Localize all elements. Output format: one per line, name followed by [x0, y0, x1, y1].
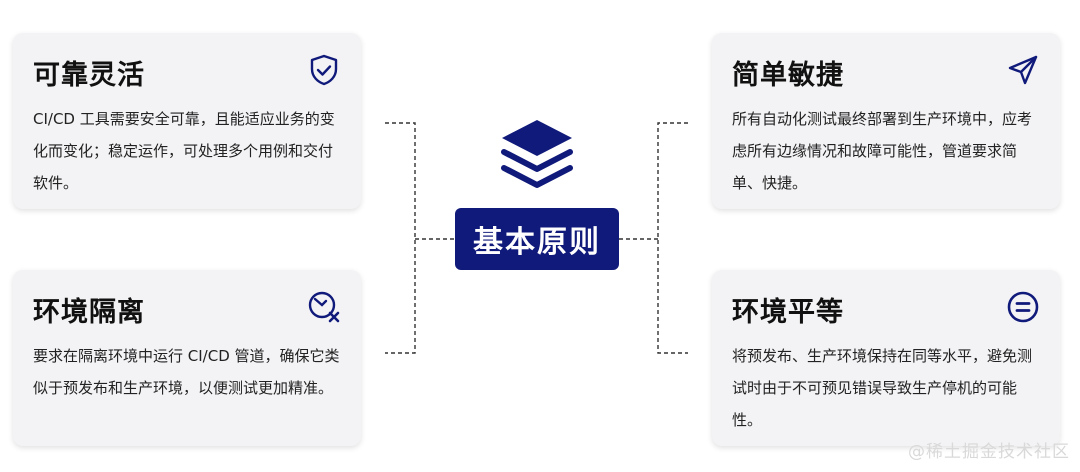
watermark: @稀土掘金技术社区 — [908, 442, 1070, 462]
clock-x-icon — [307, 290, 341, 324]
card-environment-isolation: 环境隔离 要求在隔离环境中运行 CI/CD 管道，确保它类似于预发布和生产环境，… — [13, 270, 361, 446]
card-body: CI/CD 工具需要安全可靠，且能适应业务的变化而变化；稳定运作，可处理多个用例… — [33, 110, 335, 192]
card-reliable-flexible: 可靠灵活 CI/CD 工具需要安全可靠，且能适应业务的变化而变化；稳定运作，可处… — [13, 33, 361, 209]
card-title: 环境平等 — [732, 297, 844, 328]
card-simple-agile: 简单敏捷 所有自动化测试最终部署到生产环境中，应考虑所有边缘情况和故障可能性，管… — [712, 33, 1060, 209]
layers-icon — [501, 120, 573, 188]
center-principle-label: 基本原则 — [455, 208, 619, 270]
card-title: 环境隔离 — [33, 297, 145, 328]
send-icon — [1006, 53, 1040, 87]
card-environment-parity: 环境平等 将预发布、生产环境保持在同等水平，避免测试时由于不可预见错误导致生产停… — [712, 270, 1060, 446]
shield-check-icon — [307, 53, 341, 87]
card-title: 可靠灵活 — [33, 60, 145, 91]
card-body: 要求在隔离环境中运行 CI/CD 管道，确保它类似于预发布和生产环境，以便测试更… — [33, 347, 340, 397]
card-body: 所有自动化测试最终部署到生产环境中，应考虑所有边缘情况和故障可能性，管道要求简单… — [732, 110, 1033, 192]
card-title: 简单敏捷 — [732, 60, 844, 91]
equals-circle-icon — [1006, 290, 1040, 324]
card-body: 将预发布、生产环境保持在同等水平，避免测试时由于不可预见错误导致生产停机的可能性… — [732, 347, 1033, 429]
